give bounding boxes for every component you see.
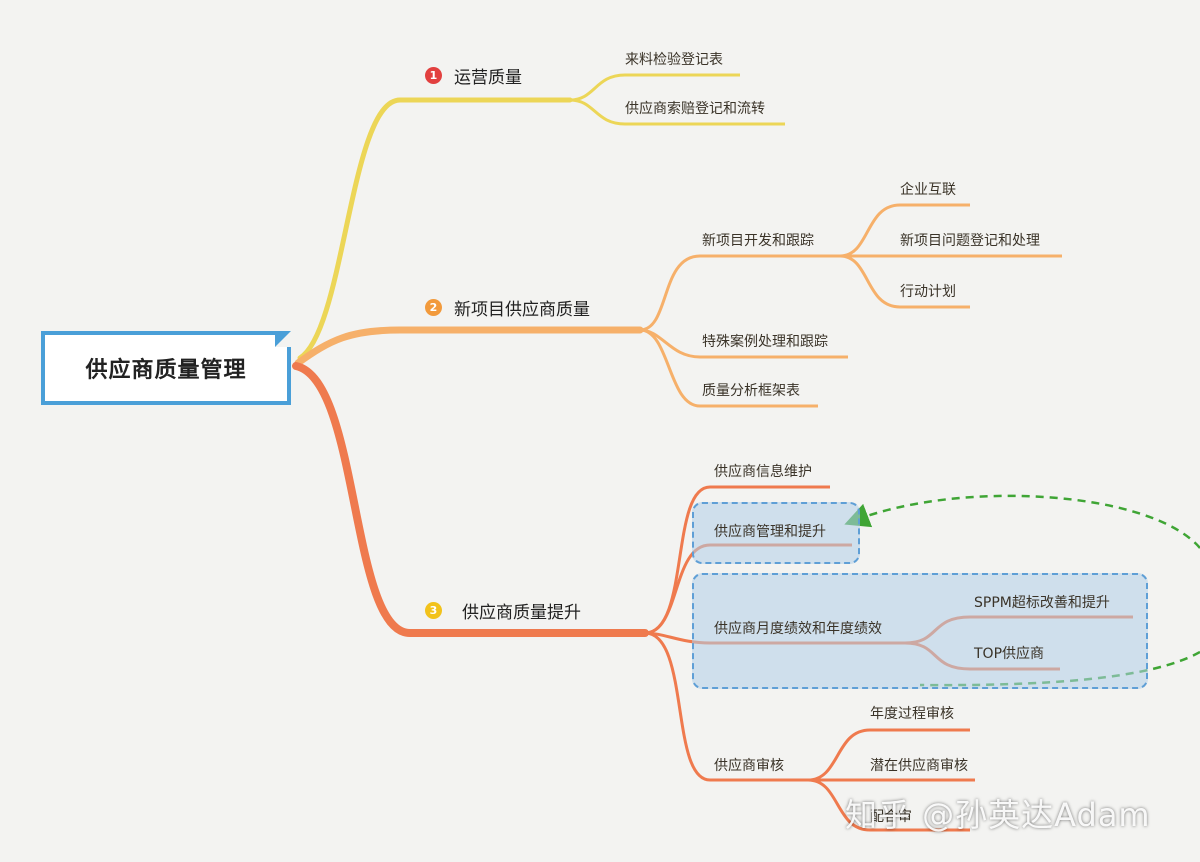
node-new-project-issues[interactable]: 新项目问题登记和处理: [900, 233, 1040, 249]
branch-2-trunk: [294, 326, 644, 367]
badge-3: 3: [425, 602, 442, 619]
watermark: 知乎 @孙英达Adam: [845, 796, 1151, 834]
branch-3-sub-4-line: [644, 631, 808, 782]
node-top-supplier[interactable]: TOP供应商: [974, 646, 1045, 662]
branch-2-label[interactable]: 2 新项目供应商质量: [425, 295, 590, 320]
branch-1-label[interactable]: 1 运营质量: [425, 63, 522, 88]
node-special-cases[interactable]: 特殊案例处理和跟踪: [702, 334, 828, 350]
root-fold-corner: [275, 331, 291, 347]
node-supplier-management[interactable]: 供应商管理和提升: [714, 524, 826, 540]
green-arrow-upper: [844, 494, 1200, 549]
badge-2: 2: [425, 299, 442, 316]
node-annual-process-audit[interactable]: 年度过程审核: [870, 706, 954, 722]
node-sppm-improvement[interactable]: SPPM超标改善和提升: [974, 595, 1110, 611]
branch-3-text: 供应商质量提升: [462, 603, 581, 623]
node-supplier-info[interactable]: 供应商信息维护: [714, 464, 812, 480]
branch-3-label[interactable]: 3 供应商质量提升: [425, 598, 581, 623]
root-label: 供应商质量管理: [85, 358, 247, 383]
branch-3-leaf-3-line: [807, 728, 970, 782]
branch-2-text: 新项目供应商质量: [454, 300, 590, 320]
node-supplier-performance[interactable]: 供应商月度绩效和年度绩效: [714, 621, 882, 637]
badge-1: 1: [425, 67, 442, 84]
branch-2-leaf-3-line: [839, 254, 970, 309]
node-potential-supplier-audit[interactable]: 潜在供应商审核: [870, 758, 968, 774]
node-new-project-dev[interactable]: 新项目开发和跟踪: [702, 233, 814, 249]
branch-2-sub-1-line: [639, 254, 840, 332]
highlight-box-performance: [692, 573, 1148, 689]
node-supplier-claims[interactable]: 供应商索赔登记和流转: [625, 101, 765, 117]
branch-2-leaf-1-line: [839, 203, 970, 258]
node-quality-analysis[interactable]: 质量分析框架表: [702, 383, 800, 399]
branch-3-trunk: [292, 362, 649, 637]
branch-3-leaf-5-line: [807, 778, 970, 832]
branch-2-sub-3-line: [639, 328, 818, 408]
branch-1-trunk: [297, 97, 573, 361]
highlight-box-management: [692, 502, 860, 564]
node-enterprise-link[interactable]: 企业互联: [900, 182, 956, 198]
branch-1-leaf-1-line: [569, 73, 740, 102]
node-cooperative-audit[interactable]: 配合审: [870, 809, 912, 825]
node-incoming-inspection[interactable]: 来料检验登记表: [625, 52, 723, 68]
node-supplier-audit[interactable]: 供应商审核: [714, 758, 784, 774]
branch-1-leaf-2-line: [569, 98, 785, 126]
root-node[interactable]: 供应商质量管理: [41, 331, 291, 405]
node-action-plan[interactable]: 行动计划: [900, 284, 956, 300]
branch-1-text: 运营质量: [454, 68, 522, 88]
